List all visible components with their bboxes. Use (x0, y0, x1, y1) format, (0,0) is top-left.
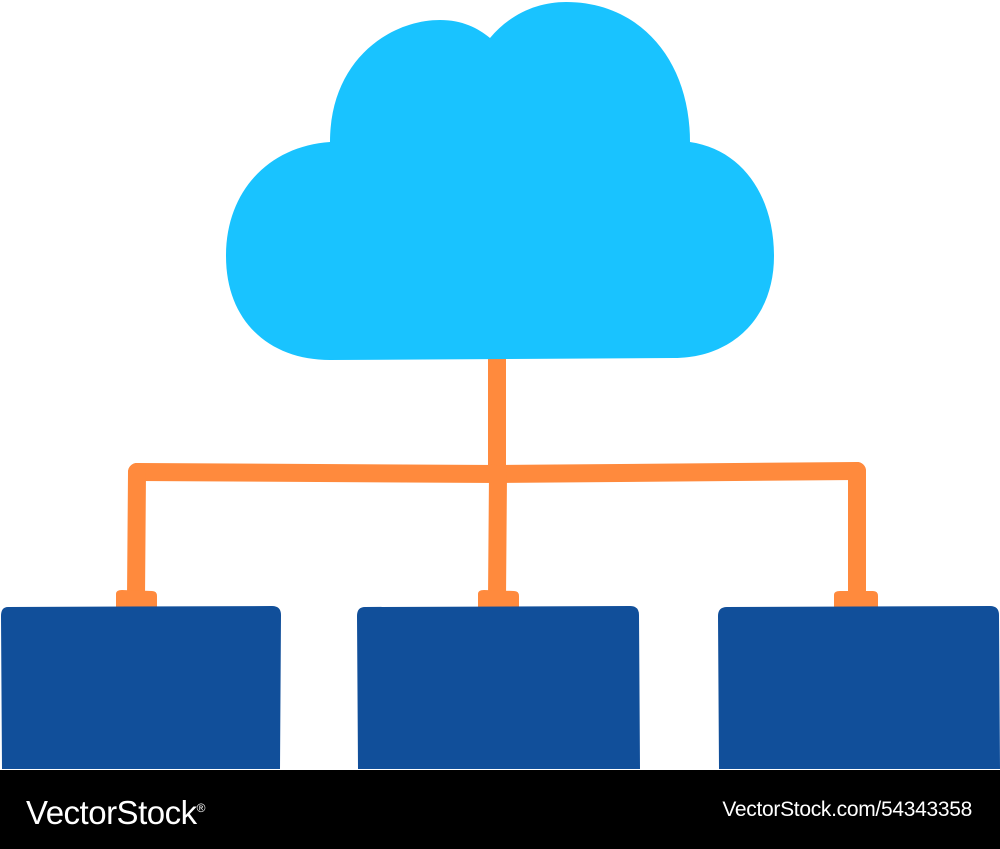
left-drop-connector (127, 463, 146, 607)
brand-name: VectorStock (26, 794, 197, 831)
right-connector-foot (834, 591, 878, 610)
server-block-icon (1, 606, 281, 769)
footer-bar: VectorStock® VectorStock.com/54343358 (0, 770, 1000, 849)
center-connector-foot (478, 590, 519, 610)
connector-feet (116, 590, 878, 610)
footer-brand-logo: VectorStock® (26, 788, 205, 833)
center-drop-connector (488, 465, 507, 607)
cloud-icon (226, 2, 774, 360)
connector-lines (127, 346, 866, 607)
child-blocks (1, 606, 1000, 769)
cloud-network-diagram (1, 2, 1000, 769)
registered-mark: ® (196, 801, 206, 815)
server-block-icon (357, 606, 640, 769)
footer-image-id: VectorStock.com/54343358 (722, 798, 972, 821)
server-block-icon (718, 606, 1000, 769)
left-connector-foot (116, 590, 157, 610)
